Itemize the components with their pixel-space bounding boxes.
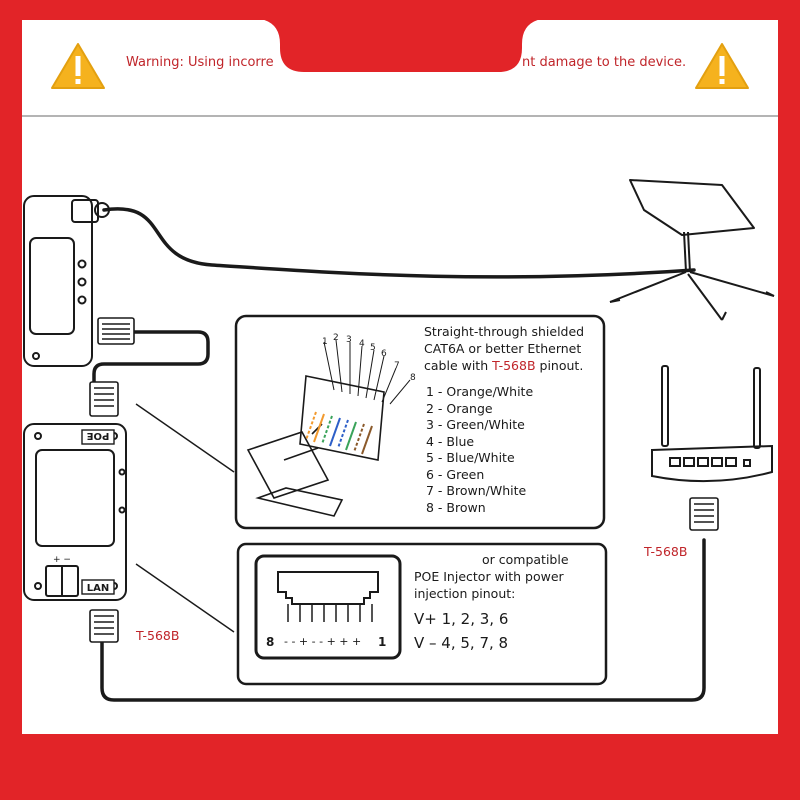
standard-label-right: T-568B — [643, 544, 687, 559]
warning-text-right: nt damage to the device. — [522, 55, 686, 70]
poe-label: POE — [87, 430, 110, 441]
vminus-pins: V – 4, 5, 7, 8 — [414, 634, 508, 652]
pin-number: 2 — [333, 333, 339, 343]
warning-icon-right — [695, 43, 749, 89]
wire-colors — [305, 411, 373, 455]
power-supply-unit — [23, 195, 110, 367]
cable-desc-line-3: cable with T-568B pinout. — [424, 358, 583, 373]
pinout-item: 7 - Brown/White — [426, 483, 527, 498]
cable-desc-standard: T-568B — [491, 358, 535, 373]
poe-link-cable — [92, 330, 210, 384]
pinout-item: 8 - Brown — [426, 500, 486, 515]
wifi-router — [651, 365, 773, 483]
poe-desc-line-3: injection pinout: — [414, 586, 515, 601]
pinout-item: 3 - Green/White — [426, 417, 525, 432]
warning-text-left: Warning: Using incorre — [126, 55, 274, 70]
pin-number: 5 — [370, 343, 376, 353]
cable-desc-prefix: cable with — [424, 358, 492, 373]
pin-number-labels: 1 2 3 4 5 6 7 8 — [322, 333, 416, 383]
cable-desc-line-1: Straight-through shielded — [424, 324, 584, 339]
warning-icon-left — [51, 43, 105, 89]
dish-cable — [102, 207, 696, 279]
rj45-plug-4 — [689, 497, 719, 531]
rj45-port-diagram: 8 - - + - - + + + 1 — [254, 554, 402, 660]
pointer-line-cable — [135, 403, 235, 473]
pinout-item: 2 - Orange — [426, 401, 493, 416]
banner-tab — [264, 20, 538, 72]
pinout-item: 4 - Blue — [426, 434, 474, 449]
pin-number: 4 — [359, 339, 365, 349]
lan-router-cable — [100, 538, 706, 702]
pin-number: 1 — [322, 337, 328, 347]
pin-number: 7 — [394, 361, 400, 371]
standard-label-left: T-568B — [135, 628, 179, 643]
cables — [92, 207, 706, 702]
poe-desc-line-1: or compatible — [482, 552, 569, 567]
vplus-pins: V+ 1, 2, 3, 6 — [414, 610, 508, 628]
wiring-diagram: Warning: Using incorre nt damage to the … — [22, 20, 778, 702]
rj45-plug-3 — [89, 609, 119, 643]
pin-number: 8 — [410, 373, 416, 383]
polarity-label: + − — [53, 555, 71, 565]
poe-desc-line-2: POE Injector with power — [414, 569, 565, 584]
cable-info-panel: 1 2 3 4 5 6 7 8 Straight-through shielde… — [234, 314, 606, 530]
pin-number: 3 — [346, 335, 352, 345]
rj45-connector-diagram — [246, 375, 385, 517]
pin-leaders — [323, 339, 411, 405]
poe-adapter: POE LAN + − — [23, 423, 127, 601]
warning-banner: Warning: Using incorre nt damage to the … — [22, 20, 778, 117]
port-polarity: - - + - - + + + — [284, 635, 361, 648]
poe-info-panel: 8 - - + - - + + + 1 or compatible POE In… — [236, 542, 608, 686]
pinout-item: 5 - Blue/White — [426, 450, 515, 465]
cable-desc-line-2: CAT6A or better Ethernet — [424, 341, 581, 356]
port-pin-8: 8 — [266, 635, 274, 649]
lan-label: LAN — [87, 583, 109, 594]
pinout-item: 6 - Green — [426, 467, 484, 482]
pinout-list: 1 - Orange/White 2 - Orange 3 - Green/Wh… — [426, 384, 533, 515]
pinout-item: 1 - Orange/White — [426, 384, 533, 399]
rj45-plug-2 — [89, 381, 119, 417]
diagram-panel: Warning: Using incorre nt damage to the … — [22, 20, 778, 734]
cable-desc-suffix: pinout. — [536, 358, 584, 373]
rj45-plug-1 — [97, 317, 135, 345]
pointer-line-poe — [135, 563, 235, 633]
port-pin-1: 1 — [378, 635, 386, 649]
pin-number: 6 — [381, 349, 387, 359]
satellite-dish — [609, 179, 775, 321]
